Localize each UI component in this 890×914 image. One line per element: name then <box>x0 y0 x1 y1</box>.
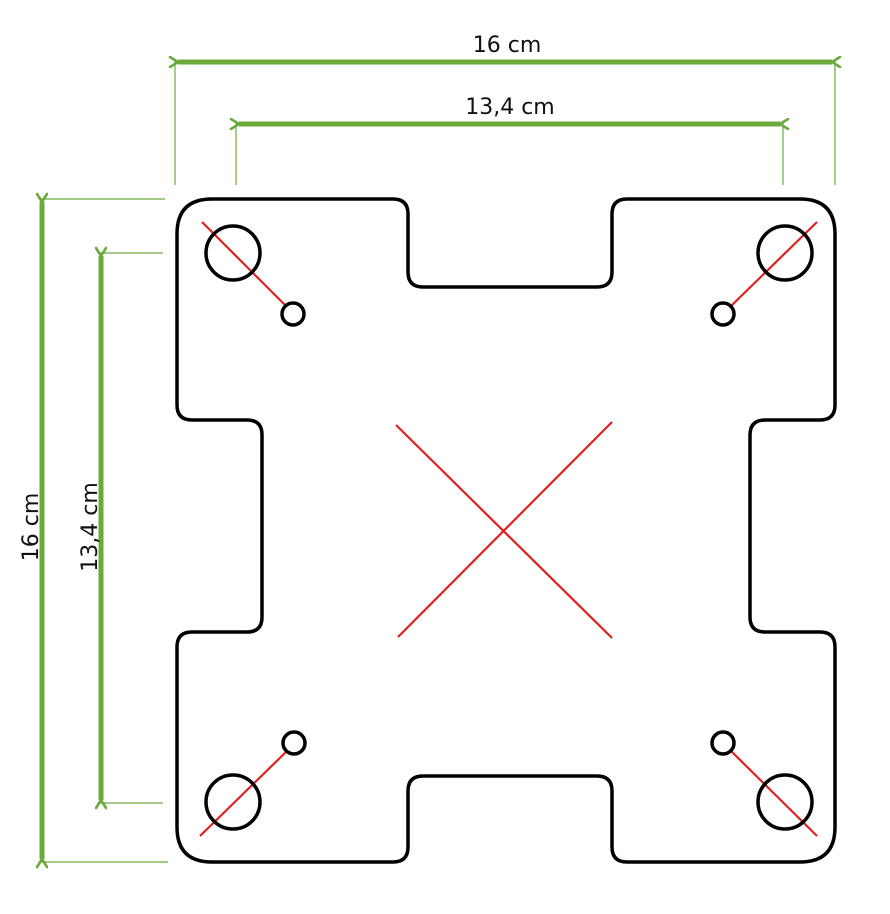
small-hole-top-left <box>280 301 306 327</box>
plate-outline <box>175 197 837 864</box>
outer-width-label: 16 cm <box>473 33 542 58</box>
large-hole-bottom-right <box>756 773 814 831</box>
large-hole-bottom-left <box>204 773 262 831</box>
outer-height-label: 16 cm <box>19 493 44 562</box>
large-hole-top-right <box>756 224 814 282</box>
hole-height-label: 13,4 cm <box>78 482 103 572</box>
large-hole-top-left <box>204 224 262 282</box>
hole-width-label: 13,4 cm <box>465 95 555 120</box>
extension-lines <box>40 60 836 863</box>
small-hole-bottom-right <box>710 730 736 756</box>
small-hole-bottom-left <box>281 730 307 756</box>
small-hole-top-right <box>710 301 736 327</box>
